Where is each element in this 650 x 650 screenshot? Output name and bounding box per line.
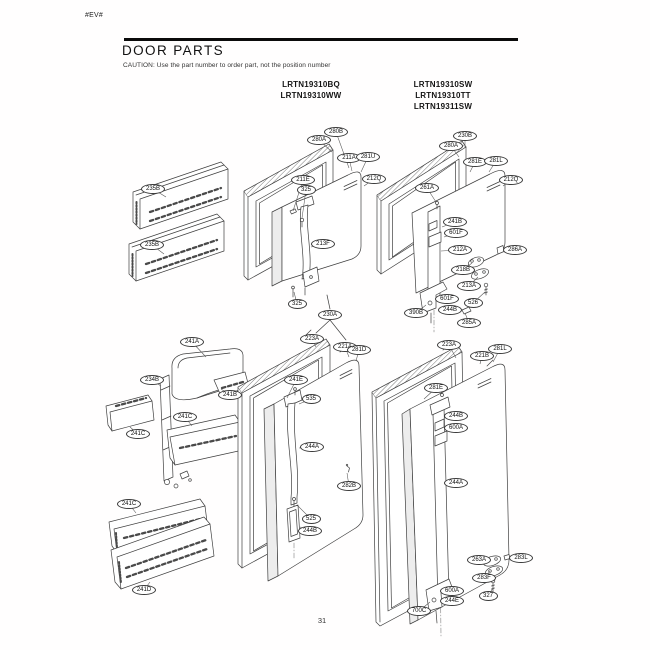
callout-244A: 244A: [300, 442, 324, 452]
callout-283F: 283F: [472, 573, 496, 583]
model-number: LRTN19310BQ: [282, 80, 340, 89]
bottle-bin-art: [110, 516, 215, 590]
callout-526: 526: [463, 298, 483, 308]
doc-ref: #EV#: [85, 12, 103, 19]
callout-241C: 241C: [126, 429, 150, 439]
fold-lines: [315, 319, 347, 341]
page-number: 31: [317, 616, 327, 625]
page-title: DOOR PARTS: [122, 43, 225, 58]
callout-244E: 244E: [440, 596, 464, 606]
callout-281L: 281L: [484, 156, 508, 166]
callout-235B: 235B: [140, 240, 164, 250]
callout-281L: 281L: [488, 344, 512, 354]
callout-213F: 213F: [311, 239, 335, 249]
callout-281D: 281D: [347, 345, 371, 355]
callout-281U: 281U: [356, 152, 380, 162]
callout-230B: 230B: [453, 131, 477, 141]
callout-535: 535: [301, 394, 321, 404]
callout-525: 525: [301, 514, 321, 524]
callout-212Q: 212Q: [362, 174, 386, 184]
callout-263A: 263A: [467, 555, 491, 565]
callout-244B: 244B: [438, 305, 462, 315]
callout-212Q: 212Q: [499, 175, 523, 185]
model-number: LRTN19310TT: [415, 90, 471, 100]
callout-212A: 212A: [448, 245, 472, 255]
callout-241D: 241D: [132, 585, 156, 595]
callout-244B: 244B: [298, 526, 322, 536]
callout-221B: 221B: [470, 351, 494, 361]
callout-327: 327: [478, 591, 498, 601]
fridge-door-left-art: [263, 359, 364, 582]
callout-234B: 234B: [140, 375, 164, 385]
callout-230A: 230A: [318, 310, 342, 320]
callout-241E: 241E: [284, 375, 308, 385]
callout-280A: 280A: [307, 135, 331, 145]
callout-211E: 211E: [291, 175, 315, 185]
callout-241B: 241B: [218, 390, 242, 400]
callout-286A: 286A: [503, 245, 527, 255]
callout-285A: 285A: [457, 318, 481, 328]
callout-325: 325: [287, 299, 307, 309]
callout-241B: 241B: [443, 217, 467, 227]
door-bin-mid-art: [108, 498, 209, 554]
callout-282B: 282B: [337, 481, 361, 491]
model-number: LRTN19311SW: [413, 101, 473, 111]
callout-241C: 241C: [173, 412, 197, 422]
callout-241A: 241A: [180, 337, 204, 347]
callout-390B: 390B: [404, 308, 428, 318]
model-number: LRTN19310SW: [413, 80, 473, 89]
callout-280A: 280A: [439, 141, 463, 151]
door-bin-small-art: [166, 414, 244, 466]
freezer-door-left-art: [271, 171, 362, 310]
caution-text: CAUTION: Use the part number to order pa…: [123, 61, 331, 69]
callout-283L: 283L: [509, 553, 533, 563]
model-list-right: LRTN19310SW LRTN19310TT LRTN19311SW: [393, 80, 493, 112]
callout-213A: 213A: [457, 281, 481, 291]
callout-600A: 600A: [444, 423, 468, 433]
callout-600A: 600A: [440, 586, 464, 596]
callout-244A: 244A: [444, 478, 468, 488]
callout-601F: 601F: [444, 228, 468, 238]
callout-261A: 261A: [415, 183, 439, 193]
callout-223A: 223A: [437, 340, 461, 350]
model-number: LRTN19310WW: [280, 90, 342, 100]
callout-280B: 280B: [324, 127, 348, 137]
title-rule: [124, 38, 518, 41]
callout-281E: 281E: [424, 383, 448, 393]
callout-601F: 601F: [435, 294, 459, 304]
callout-218B: 218B: [451, 265, 475, 275]
model-list-left: LRTN19310BQ LRTN19310WW: [261, 80, 361, 102]
callout-700C: 700C: [407, 606, 431, 616]
callout-235B: 235B: [141, 184, 165, 194]
callout-223A: 223A: [300, 334, 324, 344]
egg-tray-art: [105, 394, 155, 432]
callout-325: 325: [296, 185, 316, 195]
callout-244B: 244B: [444, 411, 468, 421]
callout-241C: 241C: [117, 499, 141, 509]
